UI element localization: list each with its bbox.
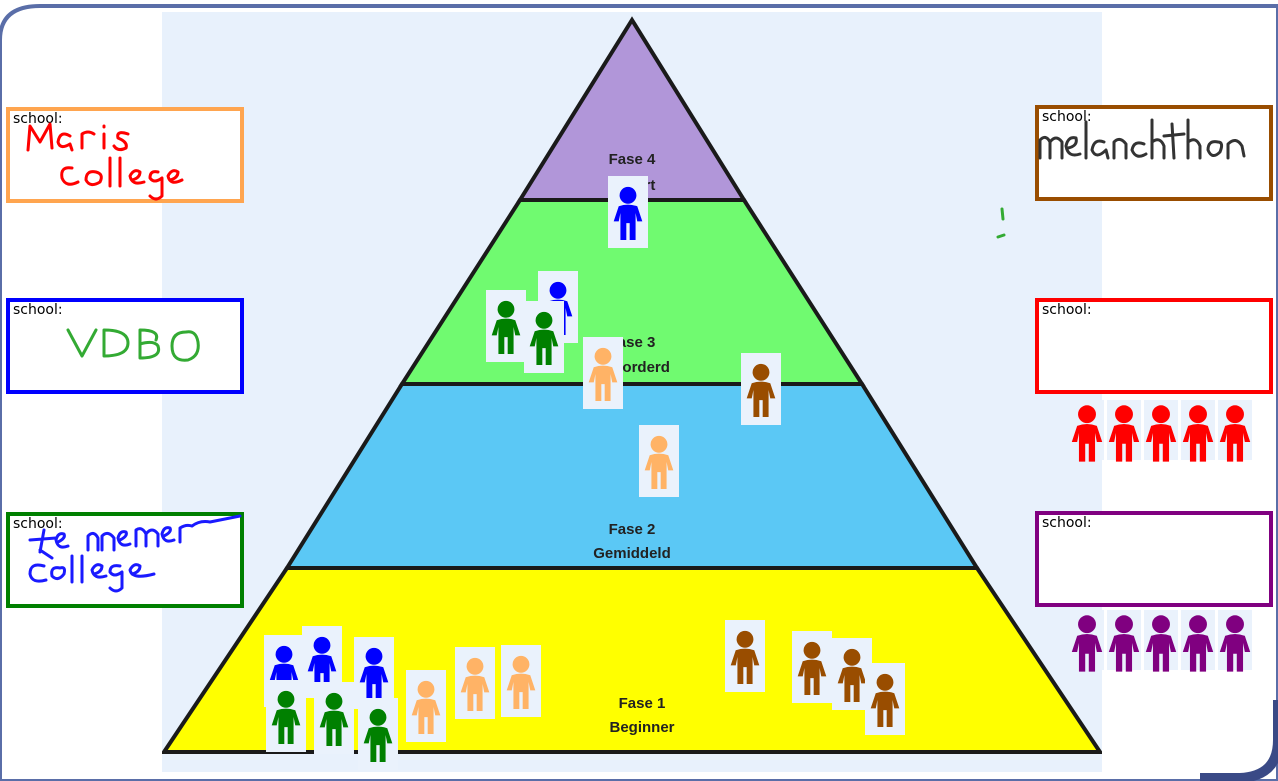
pawn-green[interactable] [266,680,306,752]
pawn-green[interactable] [358,698,398,770]
school-box-right-1[interactable]: school: [1035,105,1273,201]
phase-2-region [283,382,981,570]
school-box-right-2[interactable]: school: [1035,298,1273,394]
pawn-purple[interactable] [1144,610,1178,672]
pawn-orange[interactable] [406,670,446,742]
pawn-blue[interactable] [354,637,394,709]
phase-1-title: Fase 1 [619,695,666,712]
school-box-right-3[interactable]: school: [1035,511,1273,607]
school-label: school: [13,302,63,318]
phase-1-subtitle: Beginner [609,719,674,736]
pawn-brown[interactable] [741,353,781,425]
pawn-orange[interactable] [583,337,623,409]
pawn-brown[interactable] [865,663,905,735]
pawn-purple[interactable] [1107,610,1141,672]
school-label: school: [13,111,63,127]
pawn-green[interactable] [486,290,526,362]
school-label: school: [1042,515,1092,531]
pawn-orange[interactable] [455,647,495,719]
phase-2-subtitle: Gemiddeld [593,545,671,562]
pawn-red[interactable] [1218,400,1252,462]
phase-4-region [516,16,748,202]
pawn-purple[interactable] [1181,610,1215,672]
pawn-red[interactable] [1144,400,1178,462]
phase-4-title: Fase 4 [609,151,656,168]
pawn-brown[interactable] [792,631,832,703]
school-label: school: [1042,302,1092,318]
pawn-red[interactable] [1107,400,1141,462]
school-box-left-1[interactable]: school: [6,107,244,203]
pawn-green[interactable] [314,682,354,754]
pawn-purple[interactable] [1218,610,1252,672]
school-label: school: [1042,109,1092,125]
pawn-brown[interactable] [725,620,765,692]
pawn-blue[interactable] [608,176,648,248]
phase-2-title: Fase 2 [609,521,656,538]
pawn-red[interactable] [1070,400,1104,462]
pawn-purple[interactable] [1070,610,1104,672]
school-box-left-3[interactable]: school: [6,512,244,608]
pawn-green[interactable] [524,301,564,373]
pawn-orange[interactable] [639,425,679,497]
school-label: school: [13,516,63,532]
school-box-left-2[interactable]: school: [6,298,244,394]
pawn-orange[interactable] [501,645,541,717]
pawn-red[interactable] [1181,400,1215,462]
